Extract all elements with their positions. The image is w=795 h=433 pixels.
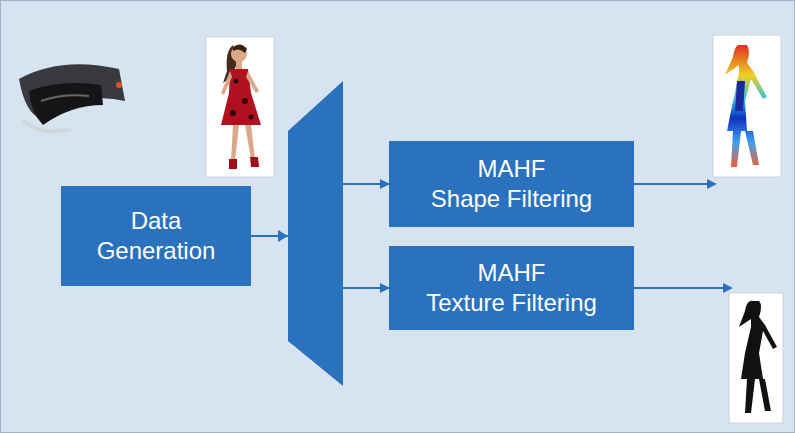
- headset-icon: [19, 64, 125, 131]
- process-box: MAHFTexture Filtering: [389, 246, 634, 330]
- arrow-head: [278, 230, 288, 242]
- box-label: Data Generation: [76, 206, 236, 266]
- person-photo: [206, 37, 274, 177]
- arrow-head: [723, 283, 733, 293]
- splitter-shape: [288, 81, 343, 386]
- process-box: MAHFShape Filtering: [389, 141, 634, 227]
- box-label: Shape Filtering: [431, 184, 592, 214]
- heatmap-figure: [713, 35, 781, 177]
- box-heading: MAHF: [478, 258, 546, 288]
- arrow-head: [707, 179, 717, 189]
- output-arrow: [634, 287, 729, 289]
- box-label: Texture Filtering: [426, 288, 597, 318]
- output-arrow: [634, 183, 713, 185]
- box-heading: MAHF: [478, 154, 546, 184]
- silhouette-figure: [729, 293, 783, 423]
- process-box: Data Generation: [61, 186, 251, 286]
